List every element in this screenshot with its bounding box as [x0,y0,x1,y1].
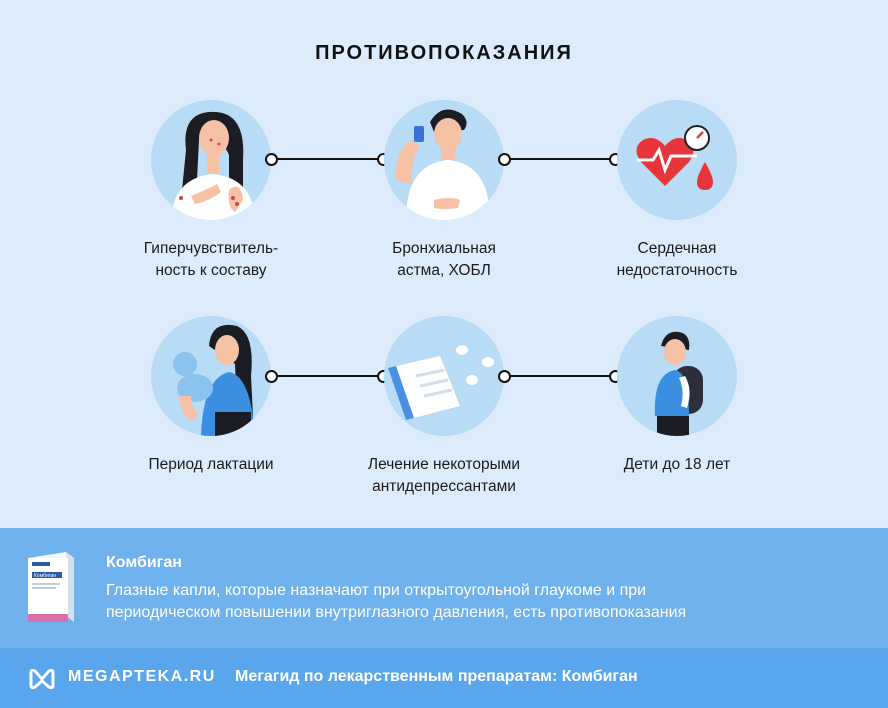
page-title: ПРОТИВОПОКАЗАНИЯ [315,42,573,64]
label-antidepressants: Лечение некоторыми антидепрессантами [367,456,521,495]
allergy-woman-icon [151,100,271,220]
child-backpack-icon [617,316,737,436]
label-hypersensitivity: Гиперчувствитель- ность к составу [143,240,279,279]
drug-name: Комбиган [106,554,182,571]
megapteka-logo-text[interactable]: MEGAPTEKA.RU [68,668,216,685]
megapteka-logo-icon [29,668,55,690]
pills-book-icon [384,316,504,436]
connector-line [504,158,616,160]
drug-box-label: Комбиган [34,573,56,579]
footer-band: MEGAPTEKA.RU Мегагид по лекарственным пр… [0,648,888,708]
connector-dot [265,153,278,166]
label-asthma: Бронхиальная астма, ХОБЛ [392,240,496,279]
heart-pressure-icon [617,100,737,220]
drug-box-image: Комбиган [26,548,76,628]
connector-line [271,158,385,160]
connector-dot [265,370,278,383]
connector-line [271,375,385,377]
connector-dot [498,370,511,383]
label-lactation: Период лактации [148,456,274,473]
label-children: Дети до 18 лет [623,456,731,473]
label-heart-failure: Сердечная недостаточность [616,240,738,279]
drug-info-band: Комбиган Комбиган Глазные капли, которые… [0,528,888,648]
drug-description: Глазные капли, которые назначают при отк… [106,582,687,621]
connector-line [504,375,616,377]
connector-dot [498,153,511,166]
footer-caption: Мегагид по лекарственным препаратам: Ком… [235,668,638,685]
contraindications-panel: ПРОТИВОПОКАЗАНИЯ [143,42,738,495]
inhaler-man-icon [384,100,504,220]
mother-baby-icon [151,316,271,436]
